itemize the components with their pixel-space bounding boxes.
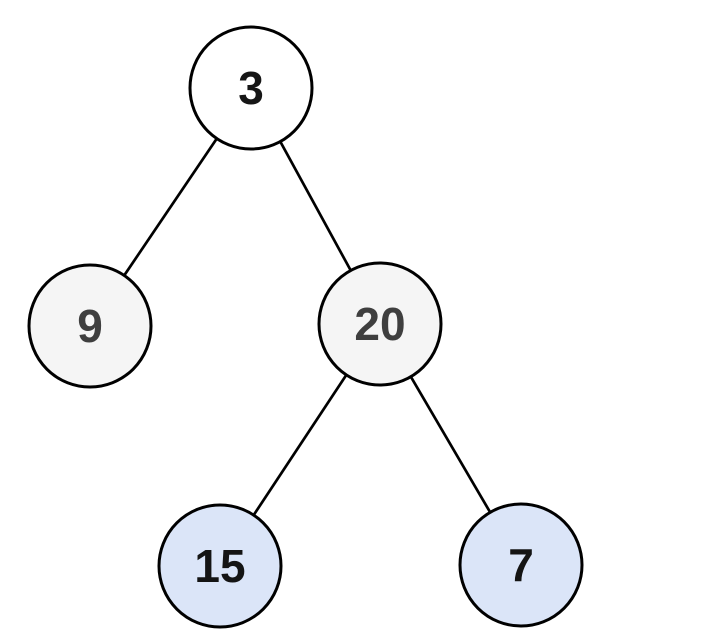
tree-node-7: 7	[458, 502, 584, 628]
tree-node-label-15: 15	[194, 540, 245, 592]
tree-node-circle-9	[27, 263, 153, 389]
tree-node-circle-20	[317, 261, 443, 387]
tree-node-label-3: 3	[238, 62, 264, 114]
tree-node-circle-7	[458, 502, 584, 628]
tree-node-15: 15	[157, 503, 283, 629]
tree-node-20: 20	[317, 261, 443, 387]
tree-node-label-7: 7	[508, 539, 534, 591]
tree-node-label-9: 9	[77, 300, 103, 352]
tree-node-3: 3	[188, 25, 314, 151]
tree-node-circle-15	[157, 503, 283, 629]
tree-node-9: 9	[27, 263, 153, 389]
tree-node-label-20: 20	[354, 298, 405, 350]
tree-node-circle-3	[188, 25, 314, 151]
